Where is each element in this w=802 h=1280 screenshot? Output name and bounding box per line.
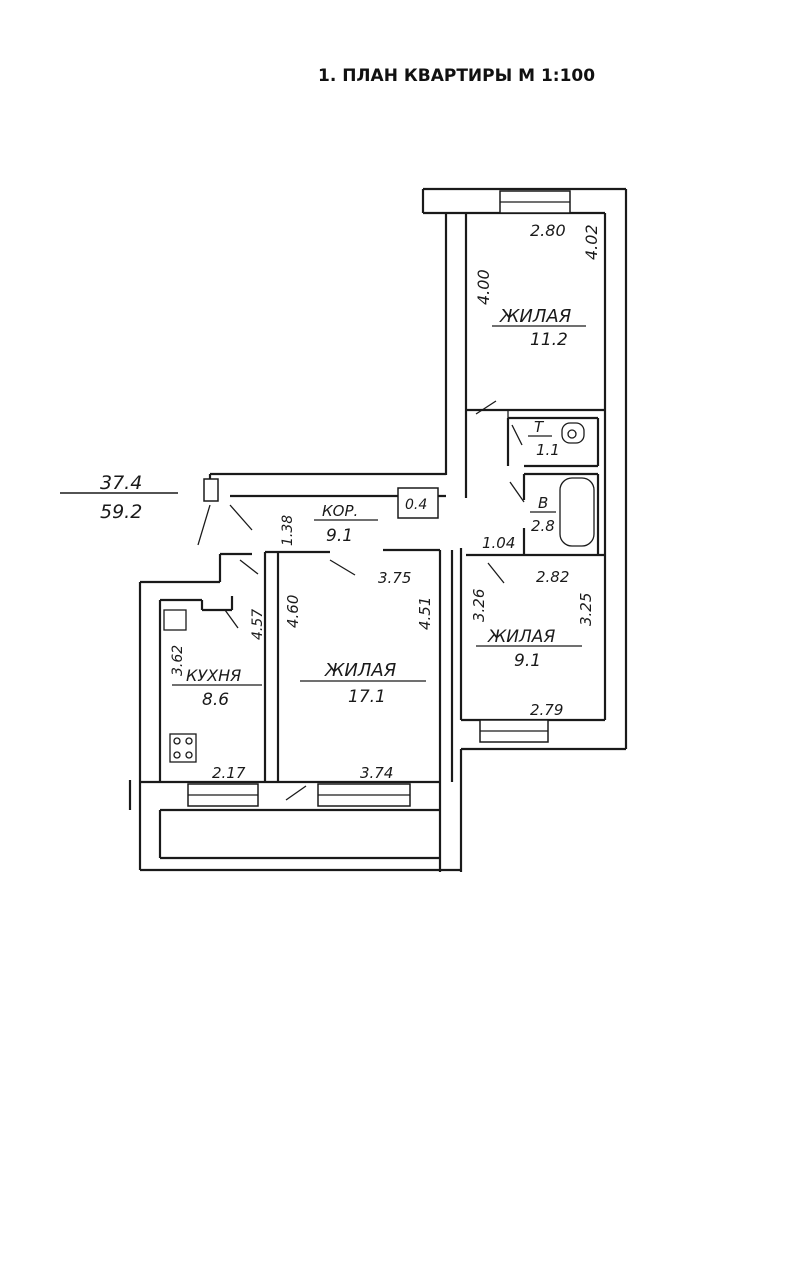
room-right-width-top: 2.82	[536, 568, 569, 586]
total-area: 59.2	[100, 501, 142, 523]
bath-label: В	[538, 494, 548, 512]
toilet-label: Т	[534, 418, 545, 436]
kitchen-width-bottom: 2.17	[212, 764, 246, 782]
room-center-width-top: 3.75	[378, 569, 411, 587]
room-center-area: 17.1	[348, 687, 386, 707]
closet	[397, 487, 439, 519]
kitchen-label: КУХНЯ	[186, 666, 241, 685]
room-top-width: 2.80	[530, 221, 566, 240]
room-center-label: ЖИЛАЯ	[324, 660, 397, 681]
room-top-height-left: 4.00	[474, 269, 493, 305]
room-top-height-right: 4.02	[582, 224, 601, 260]
bath-dim: 1.04	[482, 534, 515, 552]
room-center-height-right: 4.51	[416, 597, 434, 630]
plan-title: 1. ПЛАН КВАРТИРЫ М 1:100	[318, 66, 595, 86]
room-right-width-bottom: 2.79	[530, 701, 563, 719]
room-right-height-right: 3.25	[577, 593, 595, 626]
interior-walls	[197, 400, 605, 801]
corridor-label: КОР.	[322, 502, 358, 520]
kitchen-height-right: 4.57	[250, 609, 266, 640]
kitchen-area: 8.6	[202, 690, 229, 710]
corridor-dim: 1.38	[280, 515, 296, 546]
room-right-height-left: 3.26	[470, 589, 488, 622]
toilet-area: 1.1	[536, 441, 560, 459]
room-top-label: ЖИЛАЯ	[499, 306, 572, 327]
room-right-area: 9.1	[514, 651, 541, 671]
bath-area: 2.8	[531, 517, 555, 535]
room-center-width-bottom: 3.74	[360, 764, 393, 782]
sink	[163, 609, 187, 631]
bathtub	[559, 477, 595, 547]
corridor-area: 9.1	[326, 526, 353, 546]
closet-area: 0.4	[405, 497, 427, 513]
toilet-fixture	[561, 422, 585, 444]
stove	[169, 733, 197, 763]
room-top-area: 11.2	[530, 330, 568, 350]
outer-walls	[128, 187, 628, 872]
kitchen-height-left: 3.62	[170, 645, 186, 676]
living-area-total: 37.4	[100, 472, 142, 494]
room-right-label: ЖИЛАЯ	[487, 627, 555, 647]
room-center-height-left: 4.60	[284, 595, 302, 628]
